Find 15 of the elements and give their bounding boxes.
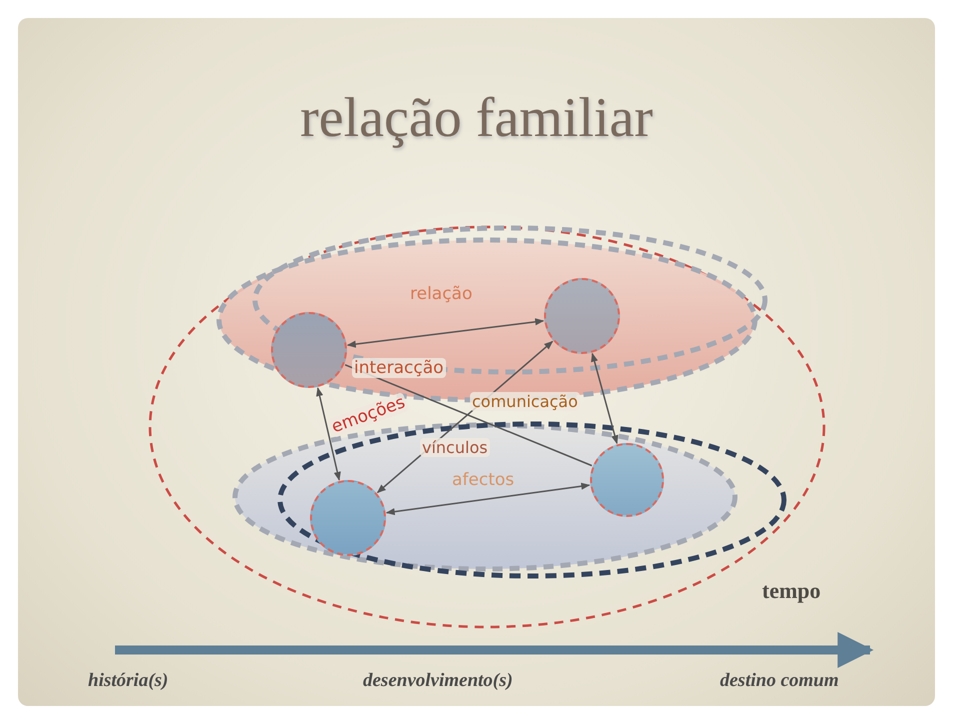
connector-line	[344, 364, 592, 466]
word-label: interacção	[352, 358, 446, 378]
axis-label: história(s)	[88, 670, 168, 692]
edge-label: relação	[410, 284, 472, 304]
axis-label: desenvolvimento(s)	[363, 670, 513, 692]
axis-label: tempo	[762, 578, 821, 604]
word-label: vínculos	[420, 438, 490, 457]
axis-label: destino comum	[720, 670, 839, 692]
word-label: comunicação	[470, 392, 580, 411]
edge-label: afectos	[452, 470, 514, 490]
title: relação familiar	[299, 86, 654, 150]
arrow	[346, 318, 544, 348]
arrow	[316, 387, 341, 481]
arrow	[386, 482, 590, 516]
arrow	[591, 352, 618, 444]
